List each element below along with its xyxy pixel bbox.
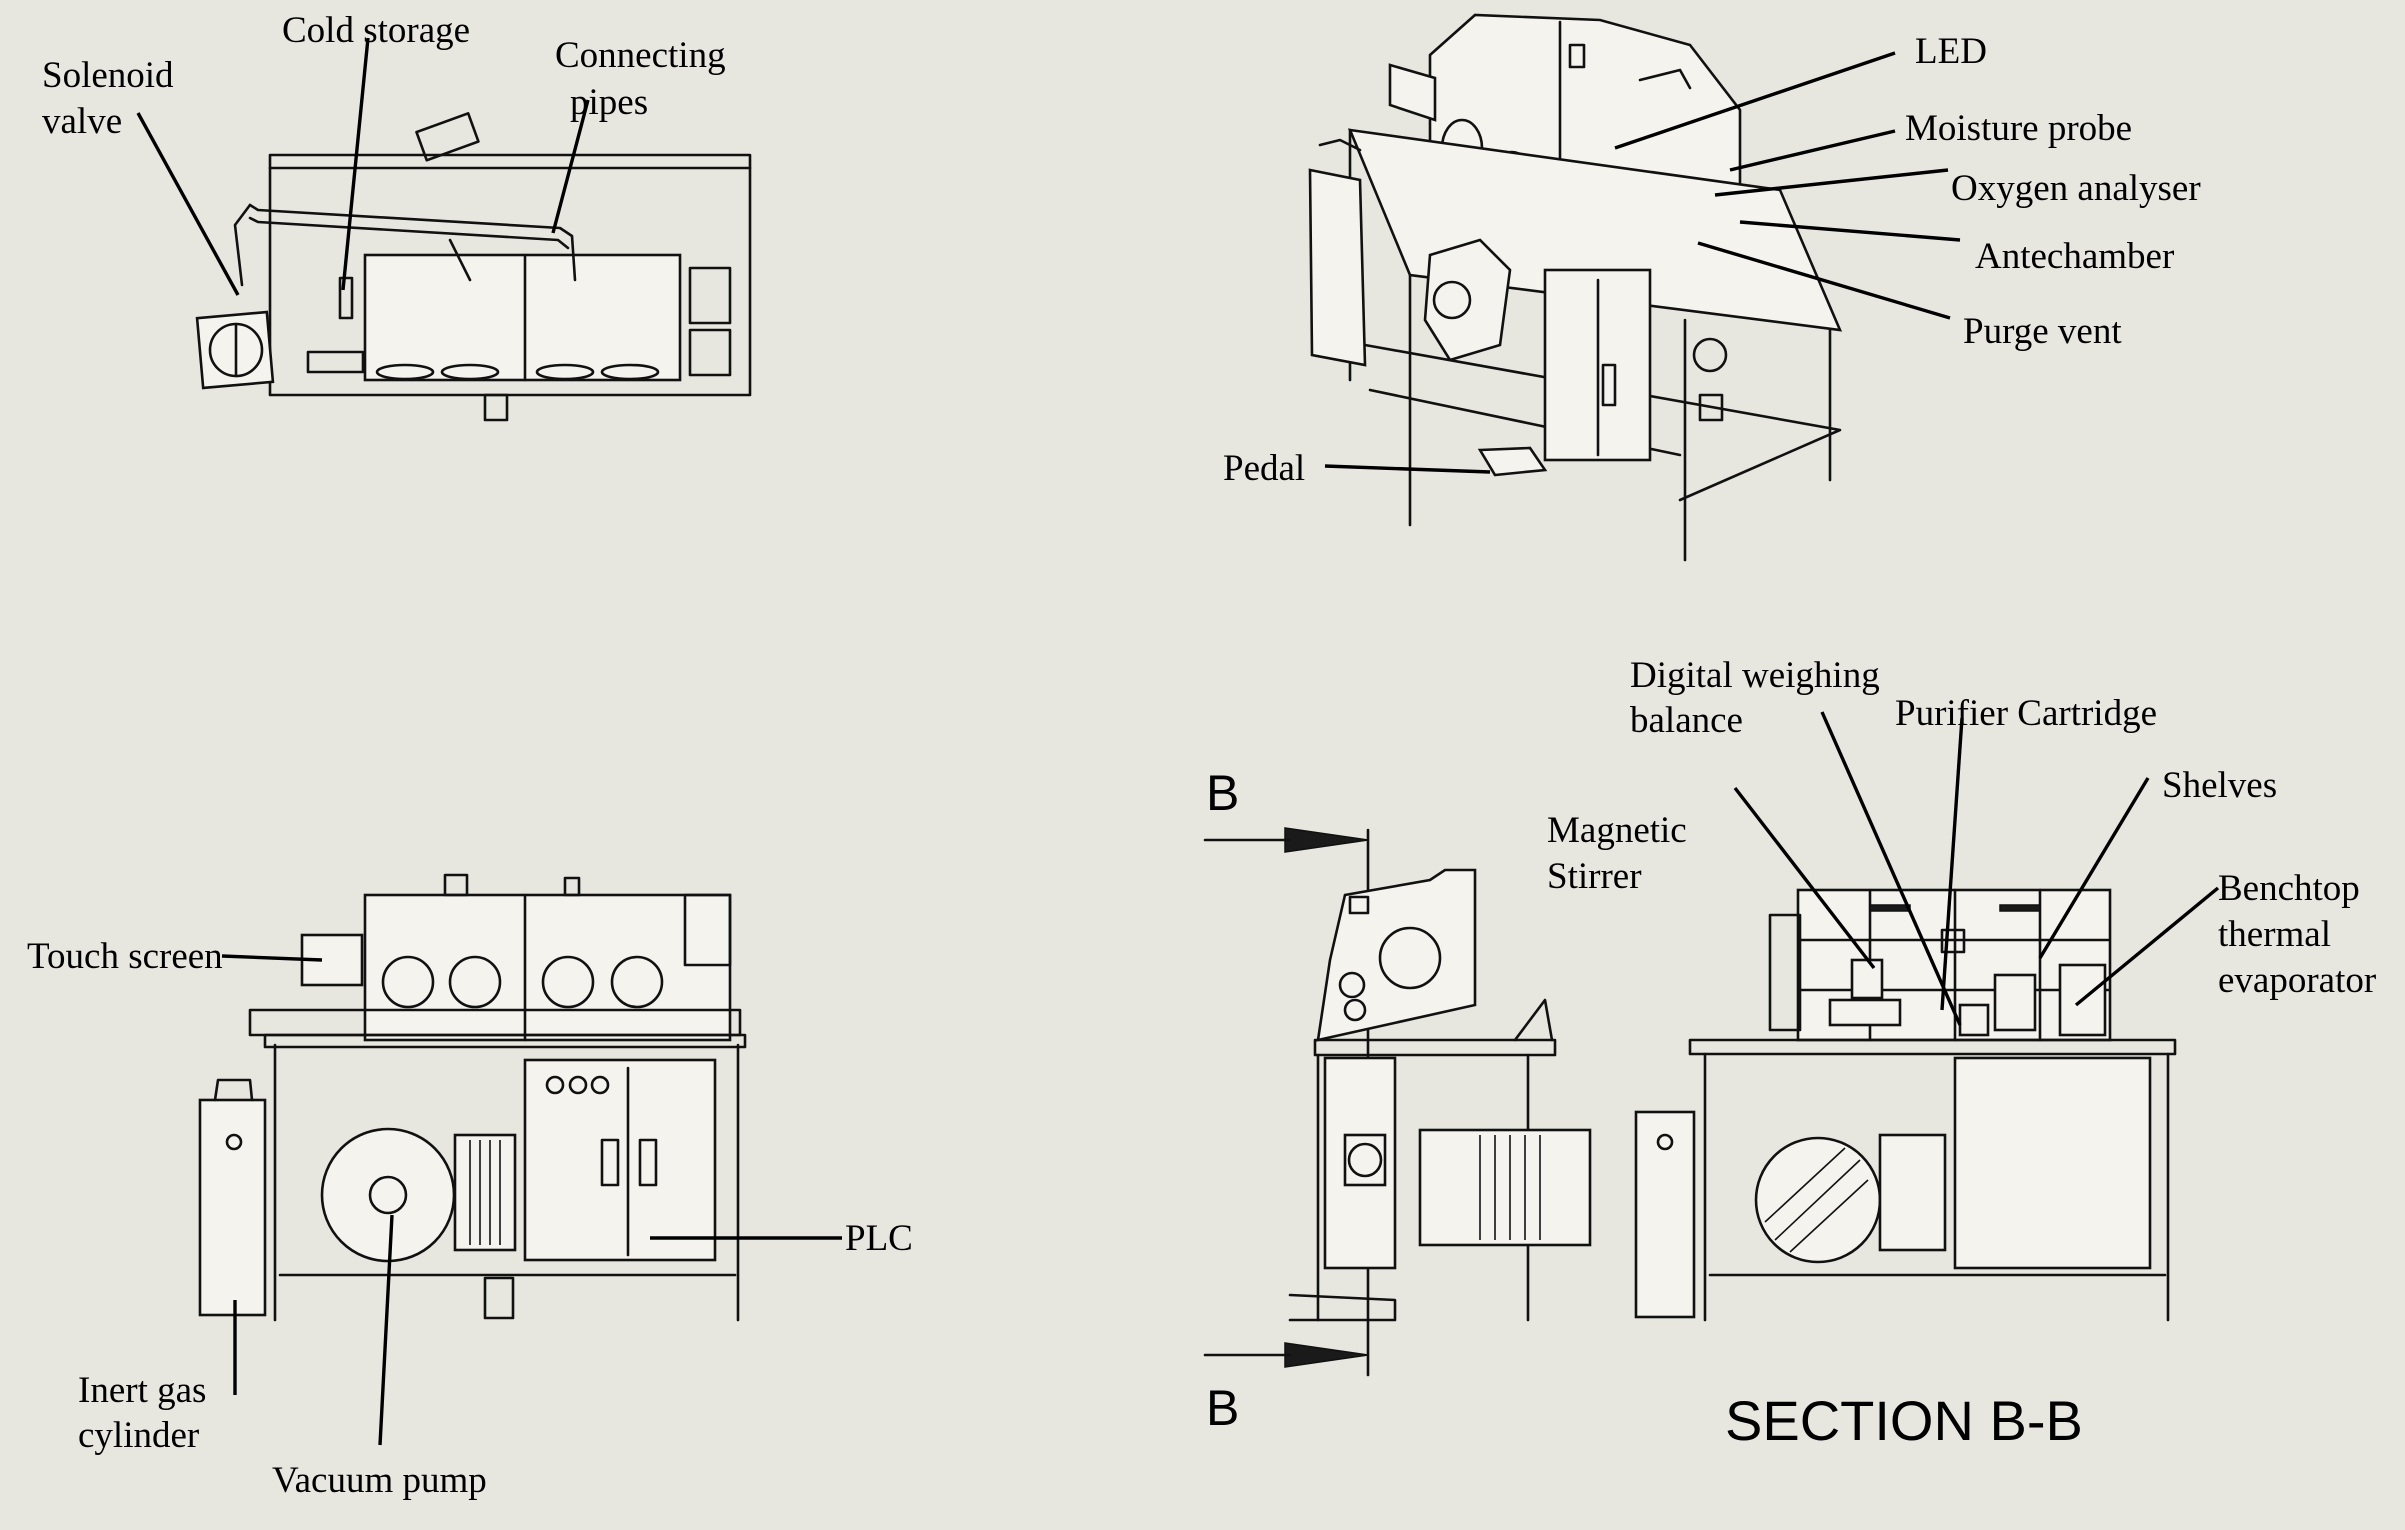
label-shelves: Shelves [2162, 765, 2277, 806]
section-labels: B B SECTION B-B Digital weighing balance… [1206, 655, 2376, 1452]
section-title: SECTION B-B [1725, 1389, 2083, 1452]
label-cold-storage: Cold storage [282, 10, 470, 51]
label-purifier-cartridge: Purifier Cartridge [1895, 693, 2157, 734]
vacuum-pump-fins [469, 1140, 501, 1245]
label-antechamber: Antechamber [1975, 236, 2174, 277]
leader-lines [136, 37, 2220, 1446]
label-solenoid-valve-line2: valve [42, 101, 122, 142]
front-view [198, 873, 747, 1322]
label-moisture-probe: Moisture probe [1905, 108, 2132, 149]
top-view [195, 112, 752, 422]
label-magnetic-stirrer-line1: Magnetic [1547, 810, 1687, 851]
label-oxygen-analyser: Oxygen analyser [1951, 168, 2201, 209]
top-view-labels: Solenoid valve Cold storage Connecting p… [42, 10, 726, 142]
label-digital-weighing-balance-line2: balance [1630, 700, 1743, 741]
label-connecting-pipes-line2: pipes [570, 82, 648, 123]
side-pump-fins [1479, 1135, 1541, 1240]
label-touch-screen: Touch screen [27, 936, 223, 977]
label-inert-gas-cylinder-line1: Inert gas [78, 1370, 206, 1411]
section-cut-mark-bottom: B [1206, 1380, 1239, 1436]
isometric-view-labels: LED Moisture probe Oxygen analyser Antec… [1223, 31, 2201, 489]
label-pedal: Pedal [1223, 448, 1305, 489]
isometric-view [1308, 13, 1843, 562]
front-view-labels: Touch screen PLC Inert gas cylinder Vacu… [27, 936, 913, 1501]
label-purge-vent: Purge vent [1963, 311, 2122, 352]
section-cut-mark-top: B [1206, 765, 1239, 821]
label-benchtop-thermal-evaporator-line1: Benchtop [2218, 868, 2360, 909]
label-plc: PLC [845, 1218, 913, 1259]
section-side-view [1203, 827, 1592, 1377]
label-connecting-pipes-line1: Connecting [555, 35, 726, 76]
label-solenoid-valve-line1: Solenoid [42, 55, 174, 96]
label-digital-weighing-balance-line1: Digital weighing [1630, 655, 1880, 696]
section-front-view [1634, 888, 2177, 1322]
label-led: LED [1915, 31, 1987, 72]
label-benchtop-thermal-evaporator-line3: evaporator [2218, 960, 2376, 1001]
label-benchtop-thermal-evaporator-line2: thermal [2218, 914, 2331, 955]
label-inert-gas-cylinder-line2: cylinder [78, 1415, 199, 1456]
solenoid-valve-part [195, 203, 275, 390]
label-magnetic-stirrer-line2: Stirrer [1547, 856, 1642, 897]
label-vacuum-pump: Vacuum pump [272, 1460, 487, 1501]
